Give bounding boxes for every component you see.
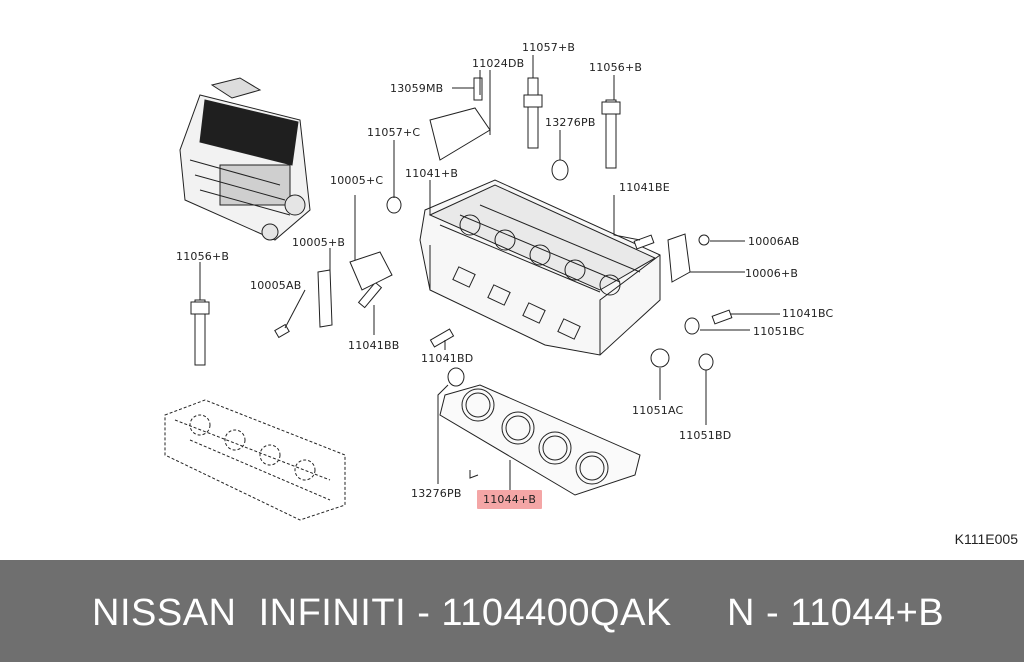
part-label-11056b-top: 11056+B bbox=[589, 61, 643, 74]
head-gasket-illustration bbox=[439, 384, 641, 496]
part-label-11057c: 11057+C bbox=[367, 126, 421, 139]
footer-banner: NISSAN INFINITI - 1104400QAK N - 11044+B bbox=[0, 560, 1024, 662]
part-label-13059mb: 13059MB bbox=[390, 82, 444, 95]
part-label-11057b-top: 11057+B bbox=[522, 41, 576, 54]
part-label-10005b: 10005+B bbox=[292, 236, 346, 249]
part-label-10005c: 10005+C bbox=[330, 174, 384, 187]
part-label-11024db: 11024DB bbox=[472, 57, 525, 70]
part-label-11041bd: 11041BD bbox=[421, 352, 474, 365]
brackets-and-seals bbox=[317, 107, 714, 387]
part-label-11041bc: 11041BC bbox=[782, 307, 834, 320]
part-label-11051bc: 11051BC bbox=[753, 325, 805, 338]
part-label-13276pb-top: 13276PB bbox=[545, 116, 596, 129]
part-label-13276pb-bottom: 13276PB bbox=[411, 487, 462, 500]
part-label-10005ab: 10005AB bbox=[250, 279, 302, 292]
part-label-10006ab: 10006AB bbox=[748, 235, 800, 248]
engine-assembly-illustration bbox=[179, 77, 311, 241]
diagram-drawing bbox=[164, 55, 780, 521]
part-label-11041be: 11041BE bbox=[619, 181, 670, 194]
parts-diagram: 11057+B 11024DB 11056+B 13059MB 13276PB … bbox=[164, 41, 1018, 547]
part-label-11041bb: 11041BB bbox=[348, 339, 400, 352]
part-label-11041b: 11041+B bbox=[405, 167, 459, 180]
bolts bbox=[190, 77, 733, 366]
part-label-11051bd: 11051BD bbox=[679, 429, 732, 442]
part-label-11051ac: 11051AC bbox=[632, 404, 684, 417]
diagram-code: K111E005 bbox=[954, 531, 1018, 547]
part-label-10006b: 10006+B bbox=[745, 267, 799, 280]
cylinder-block-outline bbox=[164, 399, 346, 521]
part-label-11056b-left: 11056+B bbox=[176, 250, 230, 263]
cylinder-head-illustration bbox=[419, 179, 661, 356]
part-number-caption: NISSAN INFINITI - 1104400QAK N - 11044+B bbox=[92, 592, 945, 634]
leader-lines bbox=[199, 55, 780, 492]
part-label-11044b-highlighted: 11044+B bbox=[477, 490, 543, 509]
